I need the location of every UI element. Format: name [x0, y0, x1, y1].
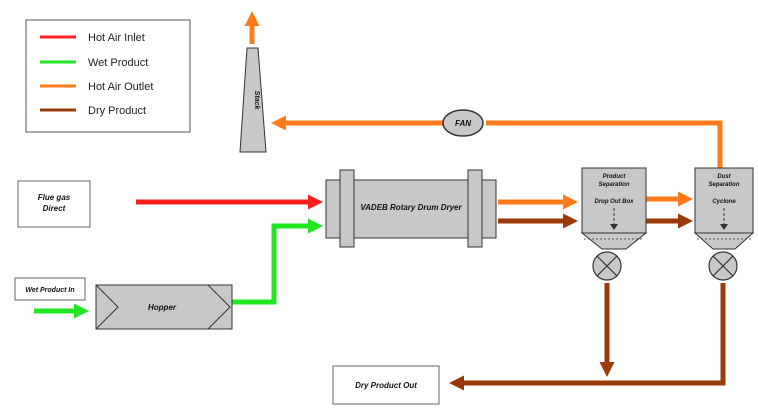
flue-gas-box: Flue gas Direct: [17, 180, 91, 228]
drop-out-box: Product Separation Drop Out Box: [580, 167, 648, 250]
dry-product-out-label: Dry Product Out: [355, 381, 417, 390]
product-separation-label-line2: Separation: [598, 182, 629, 188]
cyclone-rotary-valve: [708, 251, 738, 281]
wet-product-to-dryer-line: [232, 218, 323, 305]
cyclone: Dust Separation Cyclone: [693, 167, 755, 250]
dry-product-out-box: Dry Product Out: [332, 365, 440, 405]
hopper: Hopper: [95, 284, 233, 330]
rotary-drum-dryer: VADEB Rotary Drum Dryer: [325, 169, 497, 248]
flue-gas-label-line1: Flue gas: [38, 193, 71, 202]
dust-separation-label-line1: Dust: [717, 174, 731, 180]
fan: FAN: [442, 109, 484, 137]
wet-product-in-label: Wet Product In: [25, 287, 74, 294]
legend-label-hot-air-inlet: Hot Air Inlet: [88, 32, 145, 44]
drop-out-rotary-valve: [592, 251, 622, 281]
stack-label: Stack: [253, 91, 260, 111]
legend-label-hot-air-outlet: Hot Air Outlet: [88, 81, 153, 93]
fan-label: FAN: [455, 119, 471, 128]
cyclone-discharge-line: [449, 283, 726, 391]
legend-label-dry-product: Dry Product: [88, 105, 146, 117]
wet-product-in-box: Wet Product In: [14, 277, 86, 301]
drop-out-box-label: Drop Out Box: [595, 199, 635, 205]
flue-gas-label-line2: Direct: [43, 204, 66, 213]
legend-box: [25, 19, 191, 133]
dust-separation-label-line2: Separation: [708, 182, 739, 188]
legend-label-wet-product: Wet Product: [88, 57, 148, 69]
hopper-label: Hopper: [148, 303, 177, 312]
stack: Stack: [239, 47, 267, 153]
dryer-label: VADEB Rotary Drum Dryer: [360, 203, 462, 212]
cyclone-label: Cyclone: [712, 199, 736, 205]
legend: Hot Air Inlet Wet Product Hot Air Outlet…: [25, 19, 191, 133]
cyclone-to-fan-line: [486, 120, 723, 168]
product-separation-label-line1: Product: [603, 174, 627, 180]
